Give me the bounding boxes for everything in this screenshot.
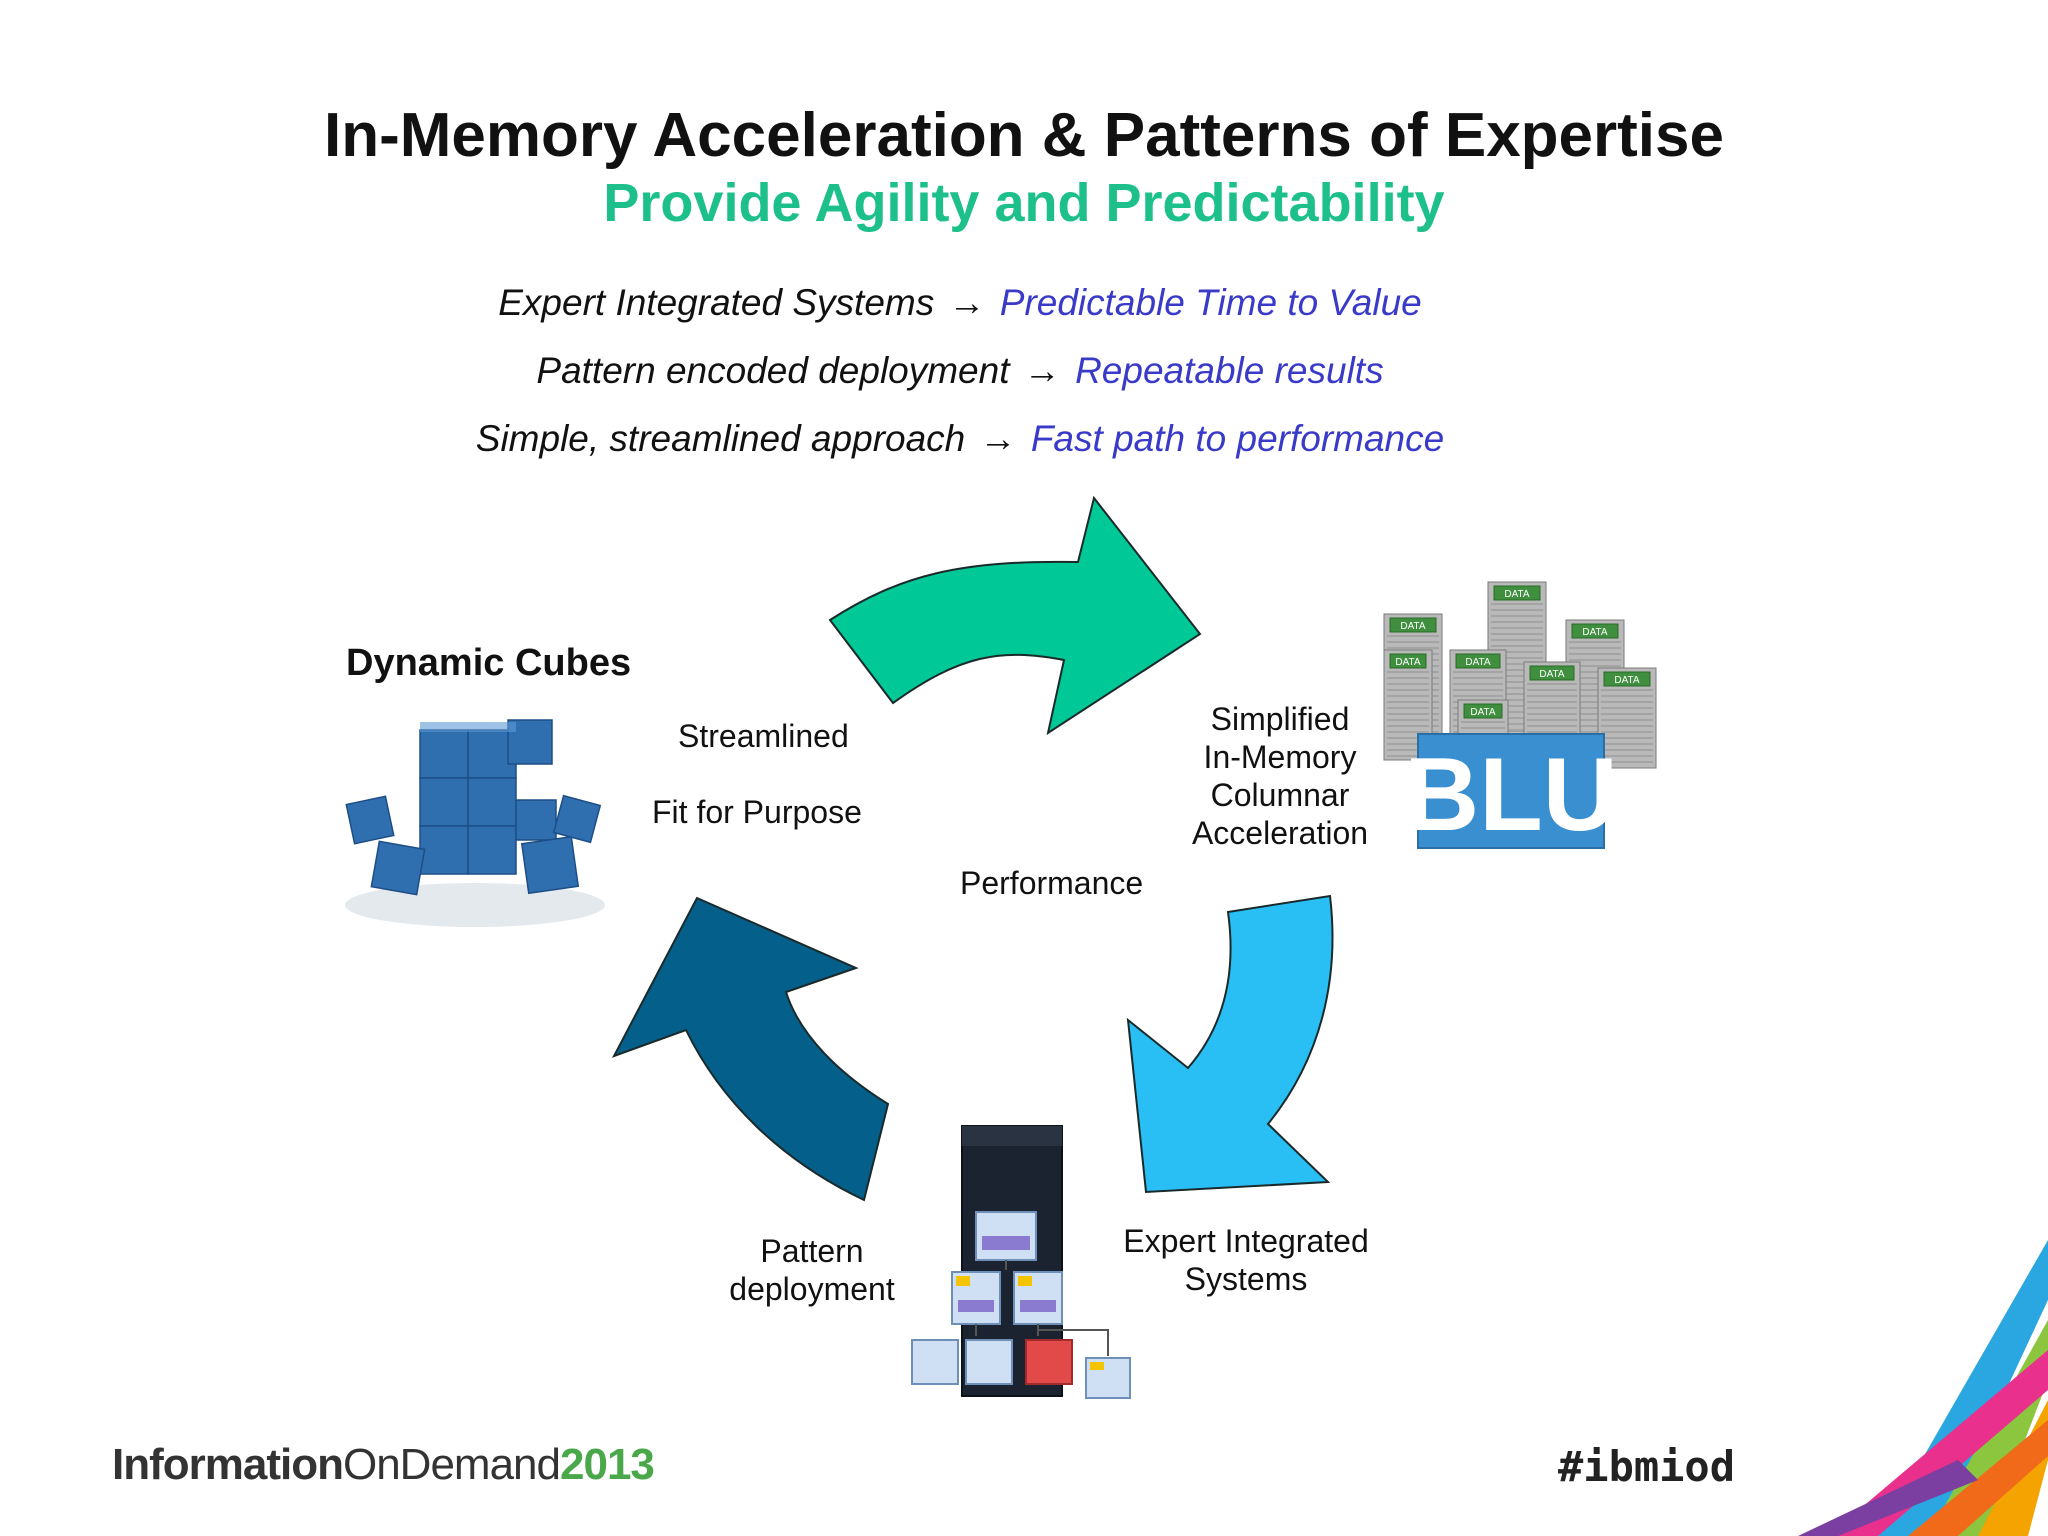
arrow-top-green	[828, 495, 1202, 736]
data-tag-label: DATA	[1614, 675, 1640, 686]
right-arrow-icon: →	[948, 282, 986, 323]
bullet-result: Repeatable results	[1075, 350, 1384, 391]
stripe	[1908, 1420, 2048, 1536]
fit-for-purpose-label: Fit for Purpose	[652, 794, 862, 830]
corner-stripes-decoration	[1798, 1240, 2048, 1536]
label-line: Columnar	[1210, 777, 1350, 813]
label-line: In-Memory	[1203, 739, 1357, 775]
performance-label: Performance	[960, 865, 1144, 901]
hashtag-label: #ibmiod	[1558, 1442, 1736, 1491]
arrow-left-navy	[611, 896, 890, 1202]
label-line: Pattern	[760, 1233, 864, 1269]
data-server-stack: DATA	[1383, 649, 1433, 761]
label-line: Simplified	[1210, 701, 1350, 737]
bullet-line: Expert Integrated Systems → Predictable …	[0, 282, 1920, 324]
arrow-right-blue	[1126, 894, 1334, 1194]
label-line: deployment	[729, 1271, 895, 1307]
streamlined-label: Streamlined	[678, 718, 849, 754]
slide-subtitle: Provide Agility and Predictability	[603, 173, 1445, 233]
right-arrow-icon: →	[979, 418, 1017, 459]
dynamic-cubes-title: Dynamic Cubes	[346, 642, 632, 684]
simplified-acceleration-label: Simplified In-Memory Columnar Accelerati…	[1170, 700, 1390, 852]
data-tag-label: DATA	[1400, 621, 1426, 632]
blu-logo-text: BLU	[1404, 737, 1618, 853]
data-tag-label: DATA	[1395, 657, 1421, 668]
bullet-line: Simple, streamlined approach → Fast path…	[0, 418, 1920, 460]
stripe	[1828, 1350, 2048, 1536]
slide-title: In-Memory Acceleration & Patterns of Exp…	[324, 101, 1724, 170]
label-line: Expert Integrated	[1123, 1223, 1369, 1259]
brand-ondemand: OnDemand	[342, 1440, 561, 1489]
data-tag-label: DATA	[1539, 669, 1565, 680]
stripe	[1798, 1460, 1978, 1536]
cubes-icon	[345, 719, 605, 927]
bullet-result: Fast path to performance	[1030, 418, 1445, 459]
bullet-lead: Expert Integrated Systems	[498, 282, 935, 323]
bullet-line: Pattern encoded deployment → Repeatable …	[0, 350, 1920, 392]
data-tag-label: DATA	[1465, 657, 1491, 668]
footer-brand-logo: InformationOnDemand2013	[112, 1440, 655, 1490]
bullet-lead: Simple, streamlined approach	[475, 418, 966, 459]
expert-integrated-label: Expert Integrated Systems	[1106, 1222, 1386, 1298]
data-tag-label: DATA	[1470, 707, 1496, 718]
bullet-lead: Pattern encoded deployment	[536, 350, 1010, 391]
pattern-deployment-label: Pattern deployment	[712, 1232, 912, 1308]
brand-information: Information	[112, 1440, 344, 1489]
data-tag-label: DATA	[1582, 627, 1608, 638]
brand-year: 2013	[560, 1440, 655, 1489]
right-arrow-icon: →	[1023, 350, 1061, 391]
label-line: Systems	[1184, 1261, 1308, 1297]
data-tag-label: DATA	[1504, 589, 1530, 600]
blu-data-icon: DATA DATA DATA DATA DATA DATA DATA DATA BLU	[1383, 581, 1657, 853]
server-rack-icon	[911, 1125, 1131, 1399]
data-server-stack: DATA	[1597, 667, 1657, 769]
bullet-result: Predictable Time to Value	[999, 282, 1422, 323]
label-line: Acceleration	[1191, 815, 1369, 851]
